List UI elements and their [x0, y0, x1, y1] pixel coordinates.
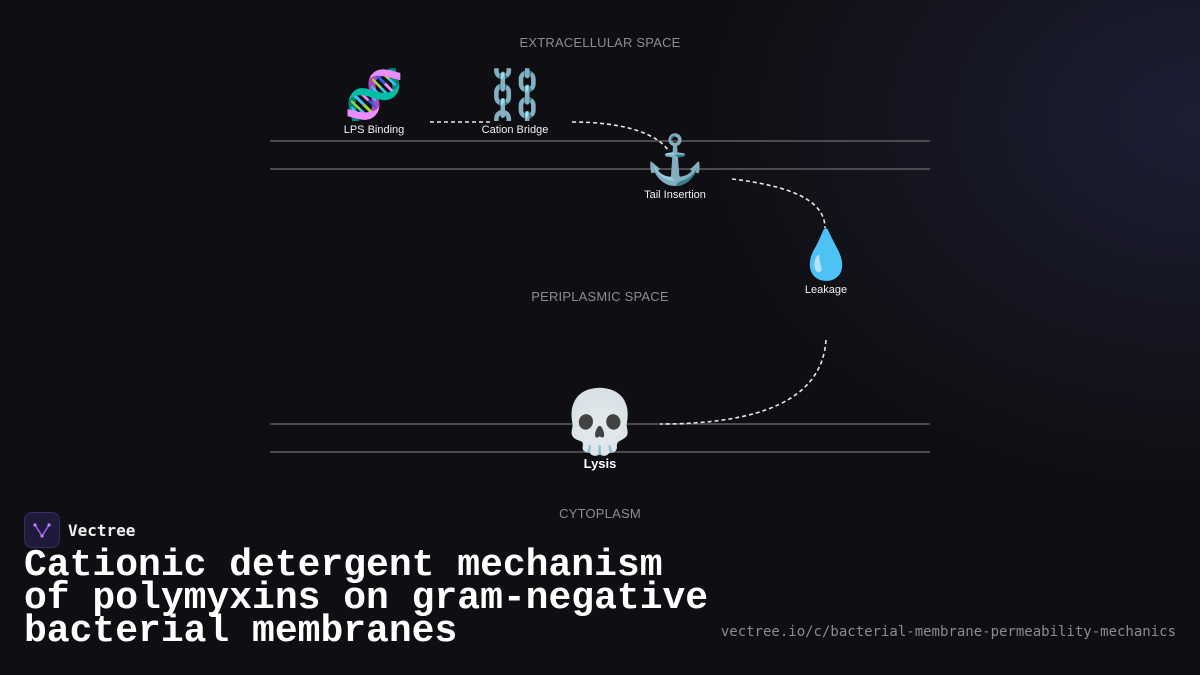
step-label: Leakage	[804, 284, 848, 296]
step-leakage: 💧 Leakage	[796, 228, 856, 296]
dna-icon: 🧬	[344, 69, 404, 122]
flow-connector-2	[571, 121, 669, 151]
step-lysis: 💀 Lysis	[561, 388, 639, 472]
region-label-extracellular: EXTRACELLULAR SPACE	[519, 35, 681, 50]
step-cation-bridge: ⛓️ Cation Bridge	[482, 68, 549, 136]
brand: Vectree	[24, 512, 135, 548]
droplet-icon: 💧	[796, 229, 856, 282]
page-title: Cationic detergent mechanism of polymyxi…	[24, 544, 709, 653]
brand-name: Vectree	[68, 520, 136, 540]
region-label-periplasmic: PERIPLASMIC SPACE	[531, 289, 669, 304]
chain-icon: ⛓️	[485, 69, 545, 122]
step-tail-insertion: ⚓ Tail Insertion	[644, 133, 706, 201]
vectree-logo-icon	[24, 512, 60, 548]
region-label-cytoplasm: CYTOPLASM	[559, 506, 641, 521]
step-lps-binding: 🧬 LPS Binding	[344, 68, 405, 136]
source-url: vectree.io/c/bacterial-membrane-permeabi…	[720, 624, 1176, 640]
flow-connector-3	[731, 178, 826, 229]
step-label: Tail Insertion	[644, 189, 706, 201]
step-label: Lysis	[583, 456, 617, 471]
flow-connector-4	[659, 339, 827, 425]
step-label: LPS Binding	[343, 124, 405, 136]
anchor-icon: ⚓	[645, 134, 705, 187]
step-label: Cation Bridge	[481, 124, 549, 136]
skull-icon: 💀	[561, 388, 639, 457]
